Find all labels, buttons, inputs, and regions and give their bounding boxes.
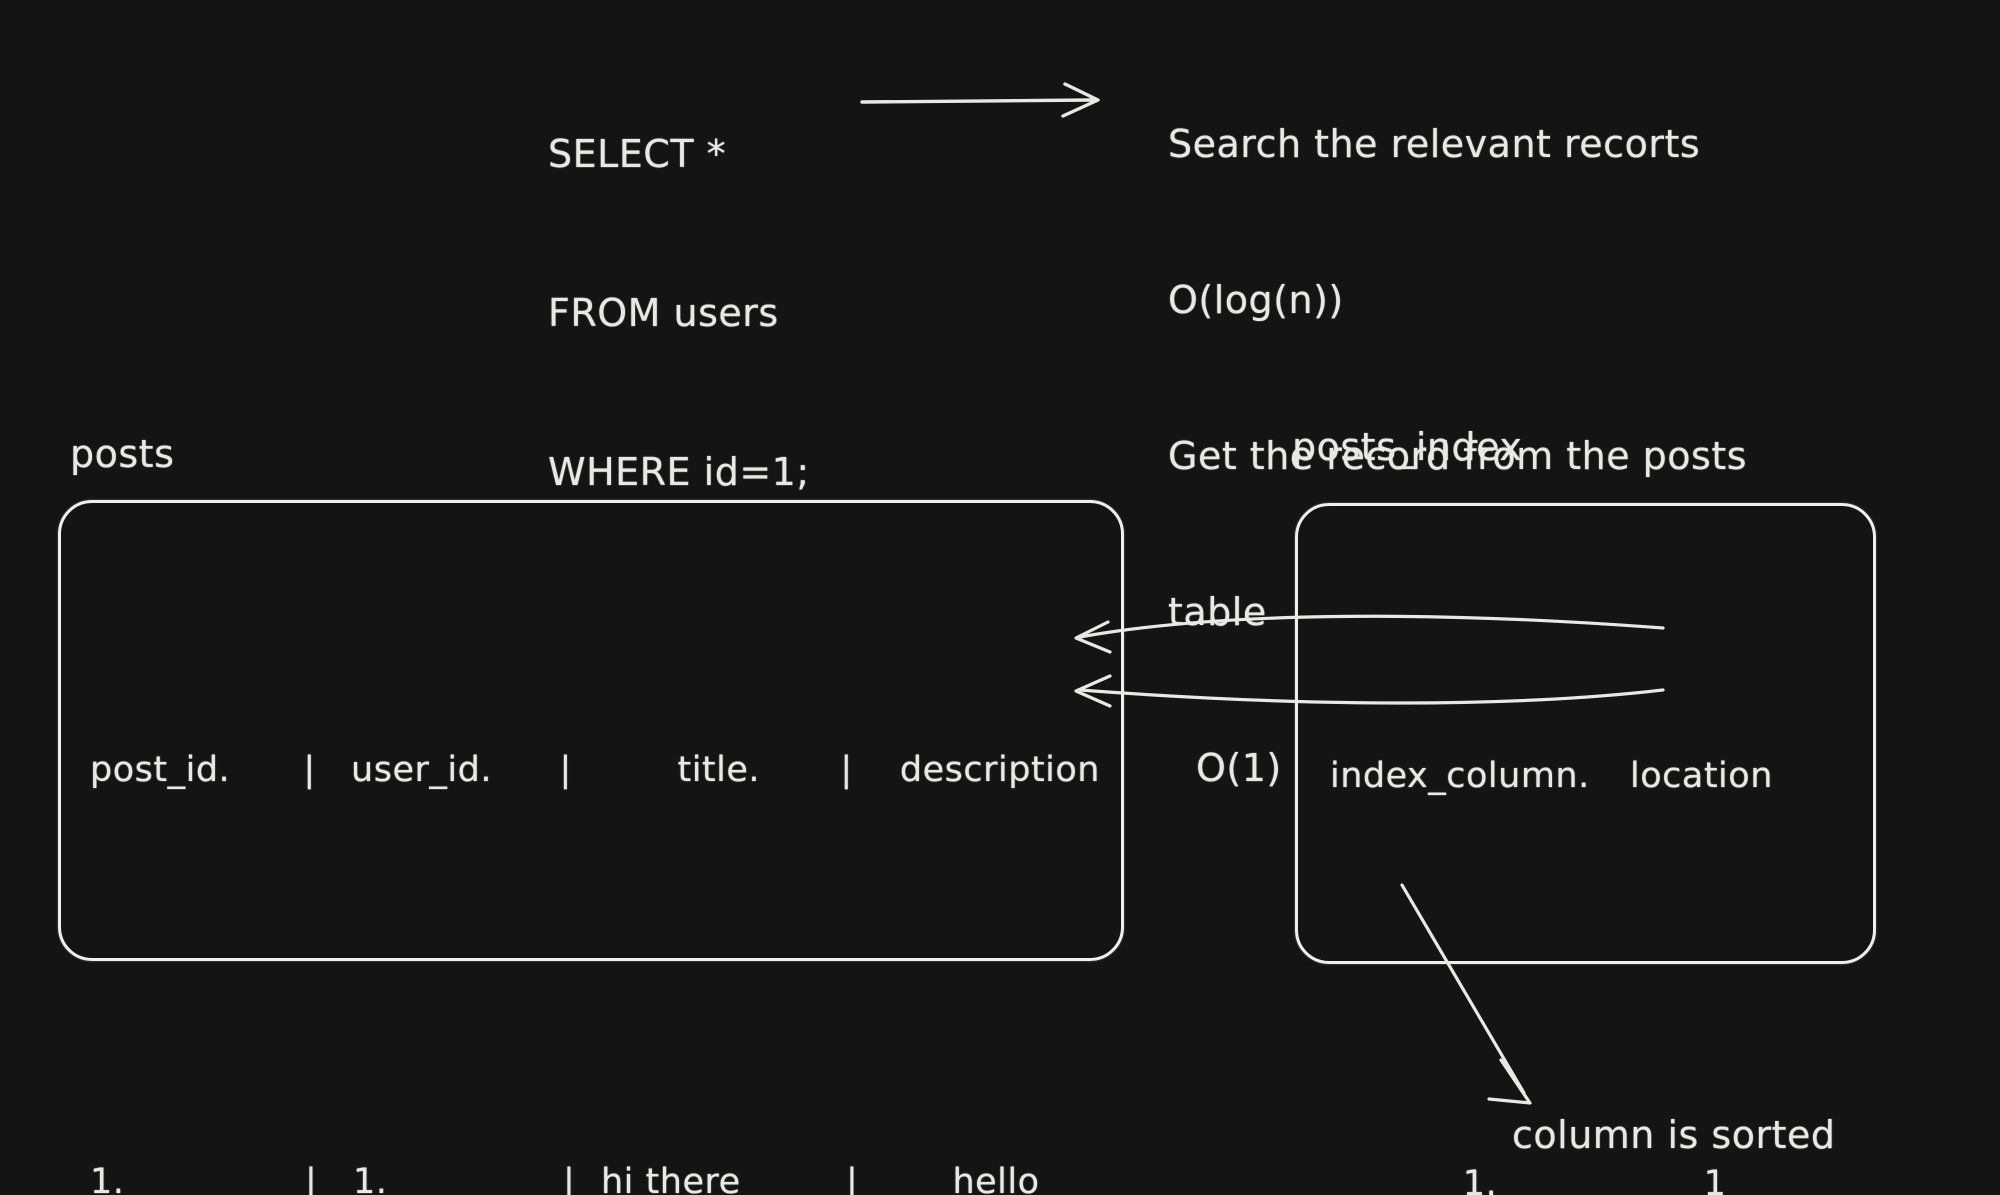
column-separator: | — [303, 750, 316, 790]
posts-header-description: description — [899, 750, 1100, 790]
posts-header-title: title. — [677, 750, 761, 790]
posts-index-table-box — [1295, 503, 1876, 964]
posts-index-table: index_column. location 1. 1 2. 2 3. 3 4 … — [1330, 533, 1850, 1195]
column-separator: | — [559, 750, 572, 790]
cell-description: hello — [952, 1162, 1040, 1195]
annotation-line-1: Search the relevant recorts — [1168, 122, 1701, 166]
posts-table: post_id. | user_id. | title. | descripti… — [90, 527, 1100, 1195]
sql-line-1: SELECT * — [548, 132, 727, 176]
cell-post-id: 1. — [90, 1162, 125, 1195]
annotation-line-2: O(log(n)) — [1168, 278, 1344, 322]
cell-index-column: 1. — [1462, 1164, 1498, 1195]
index-header-location: location — [1630, 756, 1773, 796]
annotation-line-3: Get the record from the posts — [1168, 434, 1748, 478]
table-row: 1. | 1. | hi there | hello — [90, 1155, 1100, 1195]
cell-title: hi there — [601, 1162, 741, 1195]
posts-table-caption: posts — [70, 432, 175, 476]
column-is-sorted-note: column is sorted — [1512, 1113, 1836, 1157]
column-separator: | — [563, 1162, 576, 1195]
posts-header-user-id: user_id. — [351, 750, 492, 790]
flow-arrow-icon — [860, 82, 1100, 118]
sql-line-3: WHERE id=1; — [548, 450, 810, 494]
posts-header-post-id: post_id. — [90, 750, 231, 790]
list-item: 1. 1 — [1330, 1157, 1850, 1195]
posts-index-table-caption: posts_index — [1292, 425, 1523, 469]
column-separator: | — [305, 1162, 318, 1195]
sql-query-block: SELECT * FROM users WHERE id=1; — [548, 22, 810, 605]
posts-table-box — [58, 500, 1124, 961]
annotation-line-5: O(1) — [1196, 746, 1282, 790]
index-header-index-column: index_column. — [1330, 756, 1590, 796]
column-separator: | — [846, 1162, 859, 1195]
index-header-row: index_column. location — [1330, 749, 1850, 803]
column-separator: | — [840, 750, 853, 790]
posts-header-row: post_id. | user_id. | title. | descripti… — [90, 743, 1100, 797]
sql-line-2: FROM users — [548, 291, 779, 335]
cell-user-id: 1. — [353, 1162, 388, 1195]
cell-location: 1 — [1703, 1164, 1727, 1195]
